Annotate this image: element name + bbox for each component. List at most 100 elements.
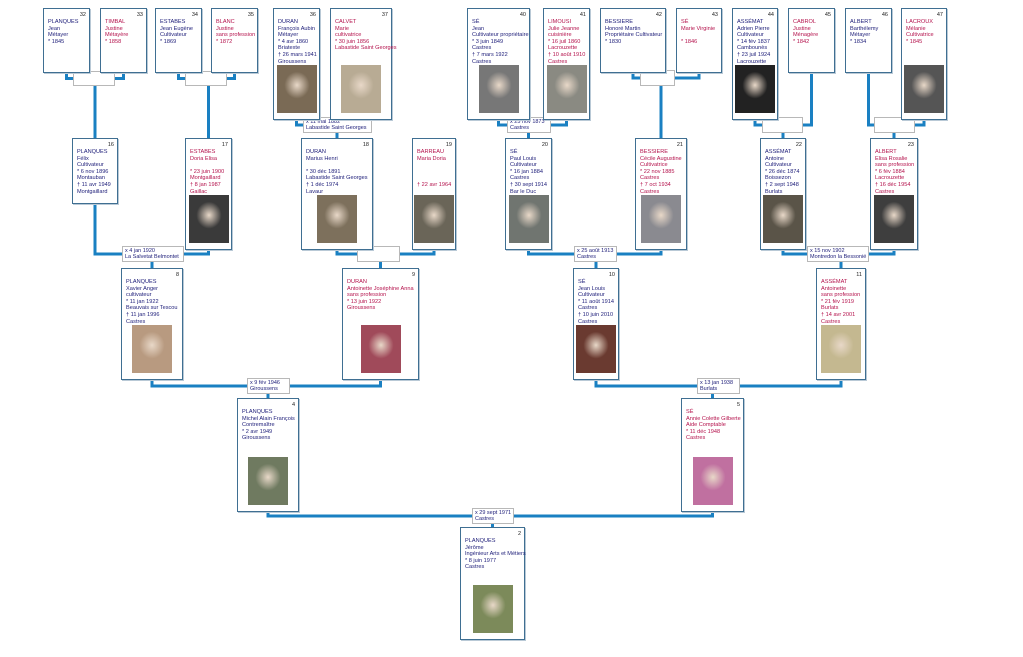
person-surname: DURAN xyxy=(306,149,326,155)
portrait-photo[interactable] xyxy=(248,457,288,505)
person-surname: BESSIERE xyxy=(605,19,633,25)
person-detail: * 6 fév 1884 xyxy=(875,168,905,175)
marriage-label[interactable] xyxy=(73,71,115,86)
person-detail: † 7 oct 1934 xyxy=(640,181,671,188)
person-detail: † 16 déc 1954 xyxy=(875,181,911,188)
portrait-photo[interactable] xyxy=(414,195,454,243)
sosa-number: 45 xyxy=(824,12,831,18)
portrait-photo[interactable] xyxy=(576,325,616,373)
marriage-date: x 15 nov 1902 xyxy=(810,248,845,254)
person-detail: * 3 juin 1849 xyxy=(472,38,504,45)
person-detail: Castres xyxy=(821,318,841,325)
person-detail: * 21 fév 1919 xyxy=(821,298,854,305)
marriage-label[interactable] xyxy=(874,117,915,133)
portrait-photo[interactable] xyxy=(735,65,775,113)
portrait-photo[interactable] xyxy=(276,65,317,113)
portrait-photo[interactable] xyxy=(341,65,381,113)
marriage-place: Castres xyxy=(510,125,529,132)
person-given-names: Jean Eugène xyxy=(160,25,193,32)
person-detail: * 1845 xyxy=(48,38,65,45)
person-detail: Propriétaire Cultivateur xyxy=(605,32,663,39)
portrait-photo[interactable] xyxy=(472,585,513,633)
person-detail: Castres xyxy=(465,564,485,571)
portrait-photo[interactable] xyxy=(904,65,944,113)
person-detail: * 13 juin 1922 xyxy=(347,298,382,305)
sosa-number: 2 xyxy=(517,531,521,537)
person-given-names: Elisa Rosalie xyxy=(875,155,908,162)
portrait-photo[interactable] xyxy=(874,195,914,243)
portrait-photo[interactable] xyxy=(317,195,357,243)
person-detail: Métayer xyxy=(48,32,69,39)
person-given-names: Annie Colette Gilberte xyxy=(686,415,741,422)
portrait-photo[interactable] xyxy=(692,457,733,505)
marriage-label[interactable] xyxy=(357,246,400,262)
person-detail: † 10 juin 2010 xyxy=(578,311,614,318)
person-detail: Cultivateur xyxy=(160,32,187,39)
person-given-names: Cécile Augustine xyxy=(640,155,682,162)
marriage-label[interactable] xyxy=(185,71,227,86)
marriage-label[interactable] xyxy=(762,117,803,133)
sosa-number: 34 xyxy=(191,12,198,18)
person-detail: Briatexte xyxy=(278,45,301,52)
portrait-photo[interactable] xyxy=(360,325,401,373)
person-detail: * 8 juin 1977 xyxy=(465,557,497,564)
portrait-photo[interactable] xyxy=(641,195,681,243)
person-detail: Burlats xyxy=(821,305,839,312)
marriage-place: Burlats xyxy=(700,386,718,393)
person-detail: * 6 nov 1896 xyxy=(77,168,109,175)
person-detail: * 30 déc 1891 xyxy=(306,168,341,175)
portrait-photo[interactable] xyxy=(821,325,861,373)
portrait-photo[interactable] xyxy=(508,195,549,243)
portrait-photo[interactable] xyxy=(763,195,803,243)
person-surname: SÉ xyxy=(510,149,518,155)
person-surname: PLANQUES xyxy=(77,149,108,155)
person-detail: Burlats xyxy=(765,188,783,195)
person-detail: Castres xyxy=(875,188,895,195)
portrait-photo[interactable] xyxy=(188,195,229,243)
person-detail: † 22 avr 1964 xyxy=(417,181,452,188)
portrait-photo[interactable] xyxy=(546,65,587,113)
portrait-photo[interactable] xyxy=(132,325,172,373)
marriage-date: x 25 nov 1873 xyxy=(510,119,545,125)
portrait-photo[interactable] xyxy=(478,65,519,113)
person-detail: Lavaur xyxy=(306,188,324,195)
person-detail: Castres xyxy=(548,58,568,65)
person-detail: Montgaillard xyxy=(190,175,221,182)
person-given-names: Mélanie xyxy=(906,25,926,32)
